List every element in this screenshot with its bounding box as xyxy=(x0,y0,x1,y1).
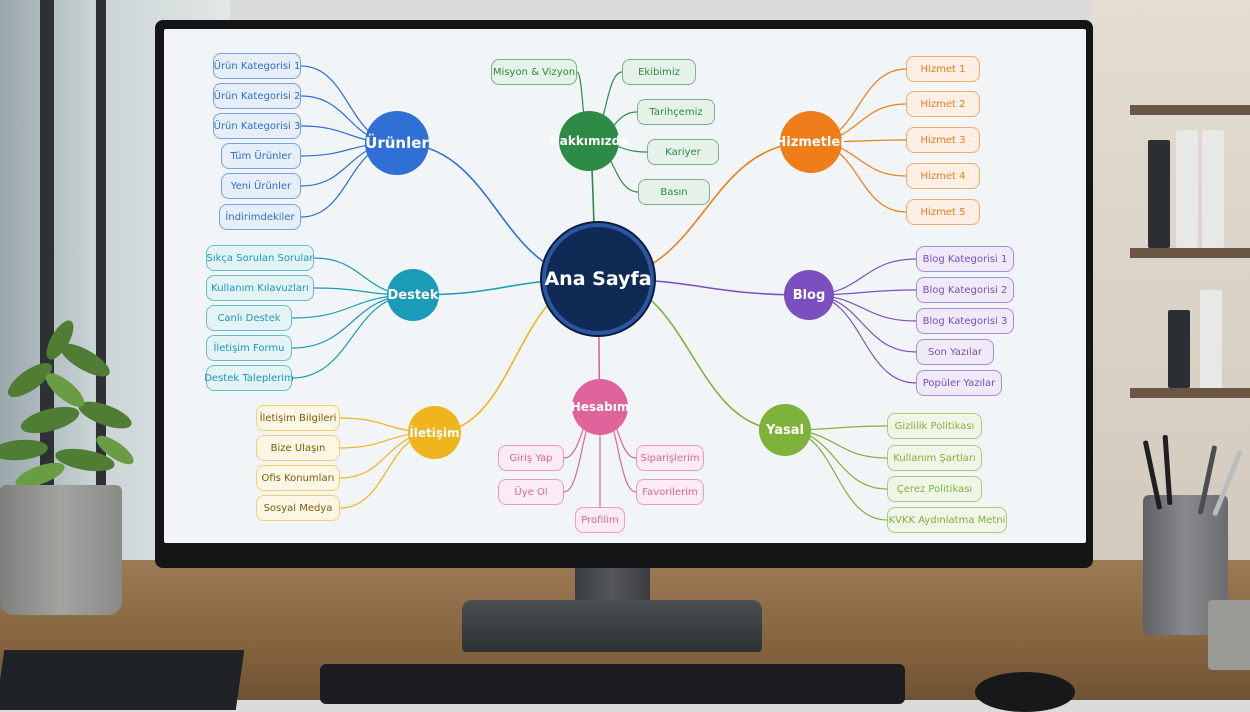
leaf-tum-urunler[interactable]: Tüm Ürünler xyxy=(221,143,301,169)
branch-destek[interactable]: Destek xyxy=(387,269,439,321)
leaf-populer-yazilar[interactable]: Popüler Yazılar xyxy=(916,370,1002,396)
plant-pot xyxy=(0,485,122,615)
leaf-uye-ol[interactable]: Üye Ol xyxy=(498,479,564,505)
branch-urunler[interactable]: Ürünler xyxy=(365,111,429,175)
shelf xyxy=(1130,388,1250,398)
leaf-blog-kategorisi-1[interactable]: Blog Kategorisi 1 xyxy=(916,246,1014,272)
leaf-kullanim-kilavuzlari[interactable]: Kullanım Kılavuzları xyxy=(206,275,314,301)
branch-yasal[interactable]: Yasal xyxy=(759,404,811,456)
branch-hizmetler[interactable]: Hizmetler xyxy=(775,111,847,173)
leaf-hizmet-2[interactable]: Hizmet 2 xyxy=(906,91,980,117)
shelf xyxy=(1130,248,1250,258)
notebook xyxy=(0,650,245,710)
leaf-canli-destek[interactable]: Canlı Destek xyxy=(206,305,292,331)
keyboard xyxy=(320,664,905,704)
leaf-son-yazilar[interactable]: Son Yazılar xyxy=(916,339,994,365)
binder xyxy=(1148,140,1170,248)
leaf-sosyal-medya[interactable]: Sosyal Medya xyxy=(256,495,340,521)
leaf-blog-kategorisi-2[interactable]: Blog Kategorisi 2 xyxy=(916,277,1014,303)
leaf-urun-kategorisi-2[interactable]: Ürün Kategorisi 2 xyxy=(213,83,301,109)
binder xyxy=(1168,310,1190,388)
leaf-bize-ulasin[interactable]: Bize Ulaşın xyxy=(256,435,340,461)
leaf-tarihcemiz[interactable]: Tarihçemiz xyxy=(637,99,715,125)
leaf-ofis-konumlari[interactable]: Ofis Konumları xyxy=(256,465,340,491)
binder xyxy=(1176,130,1198,248)
monitor-stand-base xyxy=(462,600,762,652)
branch-iletisim[interactable]: İletişim xyxy=(408,406,461,459)
plant-pot xyxy=(1208,600,1250,670)
wall xyxy=(1090,0,1250,560)
leaf-sss[interactable]: Sıkça Sorulan Sorular xyxy=(206,245,314,271)
mouse xyxy=(975,672,1075,712)
leaf-basin[interactable]: Basın xyxy=(638,179,710,205)
leaf-hizmet-1[interactable]: Hizmet 1 xyxy=(906,56,980,82)
leaf-ekibimiz[interactable]: Ekibimiz xyxy=(622,59,696,85)
leaf-profilim[interactable]: Profilim xyxy=(575,507,625,533)
leaf-favorilerim[interactable]: Favorilerim xyxy=(636,479,704,505)
leaf-kariyer[interactable]: Kariyer xyxy=(647,139,719,165)
leaf-misyon-vizyon[interactable]: Misyon & Vizyon xyxy=(491,59,577,85)
window-frame xyxy=(96,0,106,560)
mindmap-screen: Ana Sayfa Ürünler Hakkımızda Hizmetler D… xyxy=(164,29,1086,543)
leaf-indirimdekiler[interactable]: İndirimdekiler xyxy=(219,204,301,230)
leaf-yeni-urunler[interactable]: Yeni Ürünler xyxy=(221,173,301,199)
leaf-blog-kategorisi-3[interactable]: Blog Kategorisi 3 xyxy=(916,308,1014,334)
binder xyxy=(1202,130,1224,248)
shelf xyxy=(1130,105,1250,115)
leaf-hizmet-5[interactable]: Hizmet 5 xyxy=(906,199,980,225)
leaf-urun-kategorisi-3[interactable]: Ürün Kategorisi 3 xyxy=(213,113,301,139)
leaf-iletisim-bilgileri[interactable]: İletişim Bilgileri xyxy=(256,405,340,431)
leaf-gizlilik-politikasi[interactable]: Gizlilik Politikası xyxy=(887,413,982,439)
leaf-kullanim-sartlari[interactable]: Kullanım Şartları xyxy=(887,445,982,471)
leaf-giris-yap[interactable]: Giriş Yap xyxy=(498,445,564,471)
binder xyxy=(1200,290,1222,388)
branch-hesabim[interactable]: Hesabım xyxy=(571,379,629,435)
branch-blog[interactable]: Blog xyxy=(784,270,834,320)
branch-hakkimizda[interactable]: Hakkımızda xyxy=(550,111,628,171)
leaf-urun-kategorisi-1[interactable]: Ürün Kategorisi 1 xyxy=(213,53,301,79)
mindmap-center-node[interactable]: Ana Sayfa xyxy=(542,223,654,335)
leaf-cerez-politikasi[interactable]: Çerez Politikası xyxy=(887,476,982,502)
leaf-siparislerim[interactable]: Siparişlerim xyxy=(636,445,704,471)
leaf-iletisim-formu[interactable]: İletişim Formu xyxy=(206,335,292,361)
leaf-kvkk[interactable]: KVKK Aydınlatma Metni xyxy=(887,507,1007,533)
leaf-hizmet-3[interactable]: Hizmet 3 xyxy=(906,127,980,153)
plant-icon xyxy=(0,320,134,488)
leaf-destek-taleplerim[interactable]: Destek Taleplerim xyxy=(204,365,294,391)
leaf-hizmet-4[interactable]: Hizmet 4 xyxy=(906,163,980,189)
